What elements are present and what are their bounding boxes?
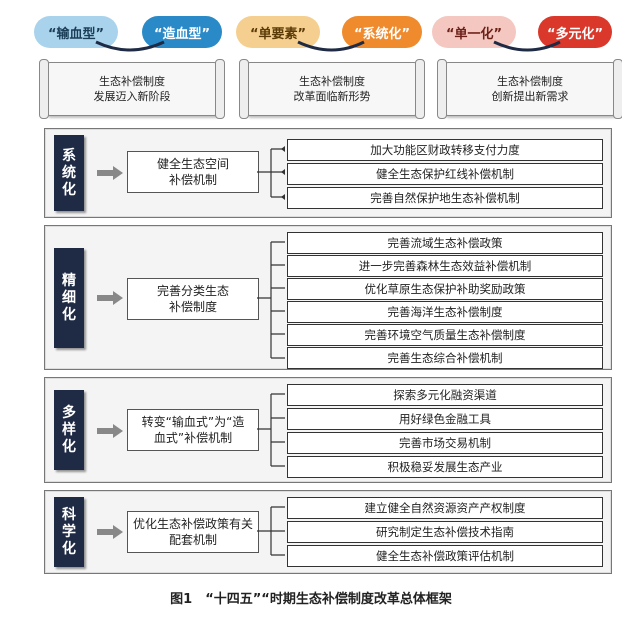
label-char: 精 [62,272,76,289]
item: 健全生态保护红线补偿机制 [287,163,603,185]
item: 完善自然保护地生态补偿机制 [287,187,603,209]
right-arrow-icon [97,424,123,438]
mid-box-refined: 完善分类生态 补偿制度 [127,278,259,320]
label-char: 化 [62,540,76,557]
item: 完善海洋生态补偿制度 [287,301,603,323]
right-arrow-icon [97,291,123,305]
section-scientific: 科 学 化 优化生态补偿政策有关 配套机制 建立健全自然资源资产产权制度 研究制… [44,490,612,574]
scroll-3: 生态补偿制度 创新提出新需求 [437,59,622,119]
mid-line: 补偿制度 [168,300,217,314]
item: 进一步完善森林生态效益补偿机制 [287,255,603,277]
section-label-scientific: 科 学 化 [54,497,84,567]
item: 优化草原生态保护补助奖励政策 [287,278,603,300]
branch-lines-refined [257,241,285,359]
section-label-refined: 精 细 化 [54,248,84,348]
item: 积极稳妥发展生态产业 [287,456,603,478]
figure-caption: 图1 “十四五”“时期生态补偿制度改革总体框架 [170,592,452,607]
mid-box-diversified: 转变“输血式”为“造 血式”补偿机制 [127,409,259,451]
label-char: 化 [62,438,76,455]
item: 研究制定生态补偿技术指南 [287,521,603,543]
scroll-3-line2: 创新提出新需求 [491,90,569,103]
label-char: 化 [62,181,76,198]
scroll-2-line2: 改革面临新形势 [293,90,371,103]
top-oval-right-3: “多元化” [538,16,612,48]
mid-line: 配套机制 [168,533,217,547]
mid-line: 完善分类生态 [156,284,229,298]
top-oval-right-1: “造血型” [142,16,222,48]
right-arrow-icon [97,525,123,539]
mid-line: 转变“输血式”为“造 [141,415,245,429]
section-diversified: 多 样 化 转变“输血式”为“造 血式”补偿机制 探索多元化融资渠道 用好绿色金… [44,377,612,483]
item: 用好绿色金融工具 [287,408,603,430]
mid-line: 优化生态补偿政策有关 [132,517,253,531]
item: 完善环境空气质量生态补偿制度 [287,324,603,346]
scroll-3-line1: 生态补偿制度 [497,75,563,88]
label-char: 化 [62,306,76,323]
branch-lines-diversified [257,393,285,467]
label-char: 多 [62,404,76,421]
mid-line: 血式”补偿机制 [153,431,233,445]
mid-box-scientific: 优化生态补偿政策有关 配套机制 [127,511,259,553]
mid-line: 补偿机制 [168,173,217,187]
section-refined: 精 细 化 完善分类生态 补偿制度 完善流域生态补偿政策 进一步完善森林生态效益… [44,225,612,370]
branch-lines-scientific [257,506,285,556]
scroll-1-line1: 生态补偿制度 [99,75,165,88]
branch-lines-systematic [257,146,285,200]
scroll-1-line2: 发展迈入新阶段 [93,90,171,103]
top-oval-left-1: “输血型” [34,16,118,48]
right-arrow-icon [97,166,123,180]
label-char: 样 [62,421,76,438]
label-char: 细 [62,289,76,306]
scroll-2: 生态补偿制度 改革面临新形势 [239,59,425,119]
mid-line: 健全生态空间 [156,157,229,171]
item: 探索多元化融资渠道 [287,384,603,406]
label-char: 统 [62,164,76,181]
scroll-1: 生态补偿制度 发展迈入新阶段 [39,59,225,119]
section-label-systematic: 系 统 化 [54,135,84,211]
item: 完善流域生态补偿政策 [287,232,603,254]
label-char: 科 [62,506,76,523]
section-systematic: 系 统 化 健全生态空间 补偿机制 加大功能区财政转移支付力度 健全生态保护红线… [44,128,612,218]
section-label-diversified: 多 样 化 [54,390,84,470]
item: 加大功能区财政转移支付力度 [287,139,603,161]
scroll-2-line1: 生态补偿制度 [299,75,365,88]
label-char: 学 [62,523,76,540]
item: 完善生态综合补偿机制 [287,347,603,369]
top-oval-left-3: “单一化” [432,16,516,48]
top-oval-right-2: “系统化” [342,16,422,48]
mid-box-systematic: 健全生态空间 补偿机制 [127,151,259,193]
item: 完善市场交易机制 [287,432,603,454]
item: 健全生态补偿政策评估机制 [287,545,603,567]
label-char: 系 [62,147,76,164]
top-oval-left-2: “单要素” [236,16,320,48]
item: 建立健全自然资源资产产权制度 [287,497,603,519]
